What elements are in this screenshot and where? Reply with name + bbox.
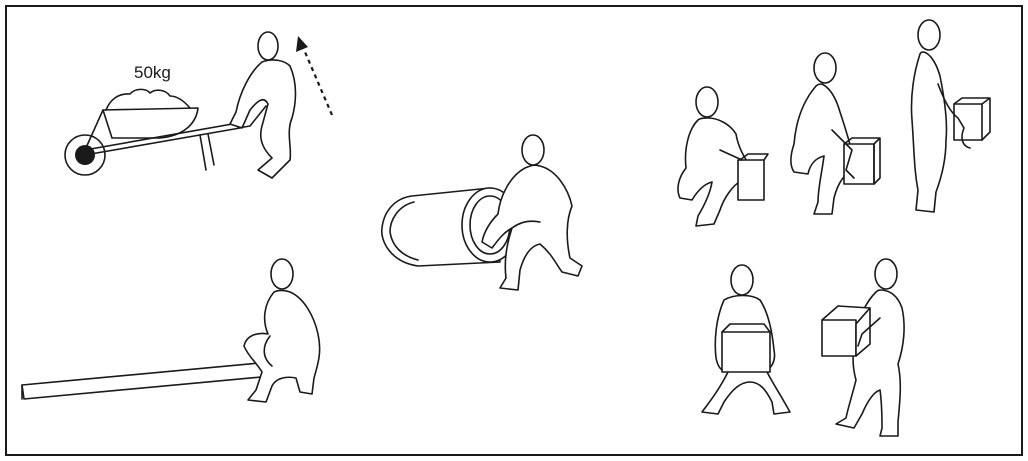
- figure-lift-step-1: [678, 87, 768, 226]
- body: [911, 52, 946, 212]
- figure-wheelbarrow-pusher: [230, 32, 296, 178]
- scene-rolling-drum: [382, 135, 582, 290]
- body: [230, 60, 296, 178]
- dashed-arrow-icon: [296, 36, 308, 52]
- scene-carrying-boxes: [702, 259, 904, 436]
- scene-lift-sequence: [678, 20, 990, 226]
- wheelbarrow-legs: [200, 134, 214, 170]
- head: [522, 135, 544, 165]
- box: [738, 160, 764, 200]
- wheelbarrow-tray: [103, 108, 198, 138]
- box: [722, 332, 770, 372]
- body: [244, 291, 320, 403]
- body: [482, 165, 582, 290]
- head: [731, 265, 753, 295]
- figure-carry-side: [822, 259, 904, 436]
- head: [918, 20, 940, 50]
- figure-lift-step-2: [791, 53, 880, 214]
- box: [954, 104, 982, 140]
- direction-arrow-shaft: [302, 45, 332, 115]
- head: [814, 53, 836, 83]
- scene-wheelbarrow: 50kg: [65, 32, 332, 178]
- figure-carry-front: [702, 265, 790, 414]
- head: [271, 259, 293, 289]
- figure-beam-lifter: [244, 259, 320, 402]
- beam: [22, 362, 272, 399]
- wheelbarrow-load: [106, 89, 190, 110]
- head: [875, 259, 897, 289]
- figure-lift-step-3: [911, 20, 990, 212]
- head: [696, 87, 718, 117]
- wheelbarrow: [65, 89, 240, 175]
- weight-label: 50kg: [134, 63, 171, 82]
- head: [258, 32, 278, 60]
- box: [822, 320, 856, 356]
- scene-lifting-beam: [22, 259, 320, 402]
